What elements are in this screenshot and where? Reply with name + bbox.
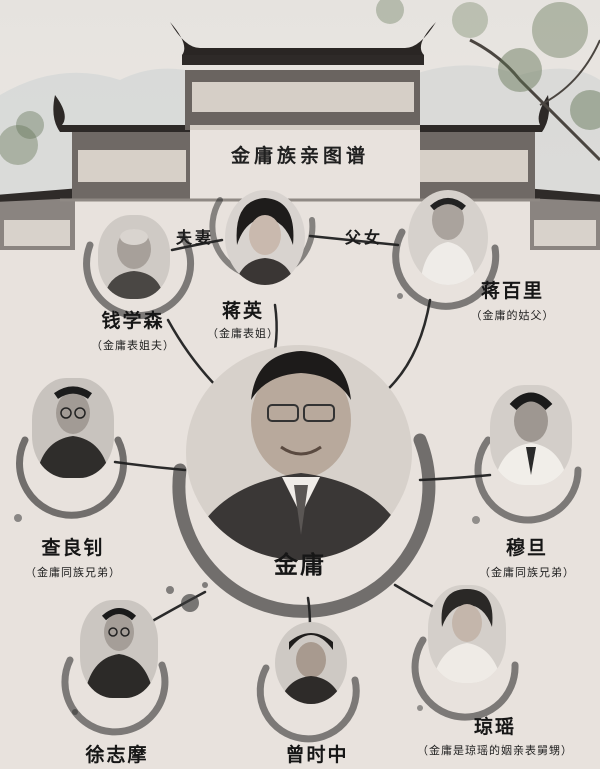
jin-yong-label: 金庸 <box>255 545 345 580</box>
jiang-baili-name: 蒋百里 <box>480 280 544 302</box>
qiong-yao-name: 琼瑶 <box>473 716 516 738</box>
qian-xuesen-portrait <box>98 215 170 299</box>
spouse-label: 夫妻 <box>176 228 215 247</box>
father-daughter-label: 父女 <box>345 228 384 247</box>
jiang-baili-portrait <box>408 190 488 285</box>
mu-dan-portrait <box>490 385 572 485</box>
qiong-yao-relation: （金庸是琼瑶的姻亲表舅甥） <box>417 744 573 757</box>
zha-liangzhao-relation: （金庸同族兄弟） <box>25 566 121 579</box>
zeng-shizhong-portrait <box>275 622 347 704</box>
diagram-title: 金庸族亲图谱 <box>230 145 369 167</box>
qian-xuesen-label: 钱学森 （金庸表姐夫） <box>78 306 188 353</box>
jin-yong-portrait <box>186 345 412 560</box>
xu-zhimo-label: 徐志摩 <box>62 740 172 767</box>
jiang-ying-name: 蒋英 <box>221 300 264 322</box>
xu-zhimo-name: 徐志摩 <box>85 744 149 766</box>
mu-dan-relation: （金庸同族兄弟） <box>479 566 575 579</box>
qiong-yao-label: 琼瑶 （金庸是琼瑶的姻亲表舅甥） <box>395 712 595 758</box>
zha-liangzhao-label: 查良钊 （金庸同族兄弟） <box>8 533 138 580</box>
jiang-ying-portrait <box>225 190 305 285</box>
qian-xuesen-name: 钱学森 <box>101 310 165 332</box>
jiang-baili-label: 蒋百里 （金庸的姑父） <box>455 276 570 323</box>
jiang-ying-label: 蒋英 （金庸表姐） <box>188 296 298 341</box>
qian-xuesen-relation: （金庸表姐夫） <box>91 339 175 352</box>
xu-zhimo-portrait <box>80 600 158 698</box>
qiong-yao-portrait <box>428 585 506 683</box>
mu-dan-label: 穆旦 （金庸同族兄弟） <box>462 533 592 580</box>
zha-liangzhao-name: 查良钊 <box>41 537 105 559</box>
jin-yong-name: 金庸 <box>274 550 326 579</box>
zeng-shizhong-name: 曾时中 <box>285 744 349 766</box>
zeng-shizhong-label: 曾时中 <box>262 740 372 767</box>
jiang-ying-relation: （金庸表姐） <box>207 327 279 340</box>
zha-liangzhao-portrait <box>32 378 114 478</box>
jiang-baili-relation: （金庸的姑父） <box>470 309 555 322</box>
mu-dan-name: 穆旦 <box>505 537 548 559</box>
